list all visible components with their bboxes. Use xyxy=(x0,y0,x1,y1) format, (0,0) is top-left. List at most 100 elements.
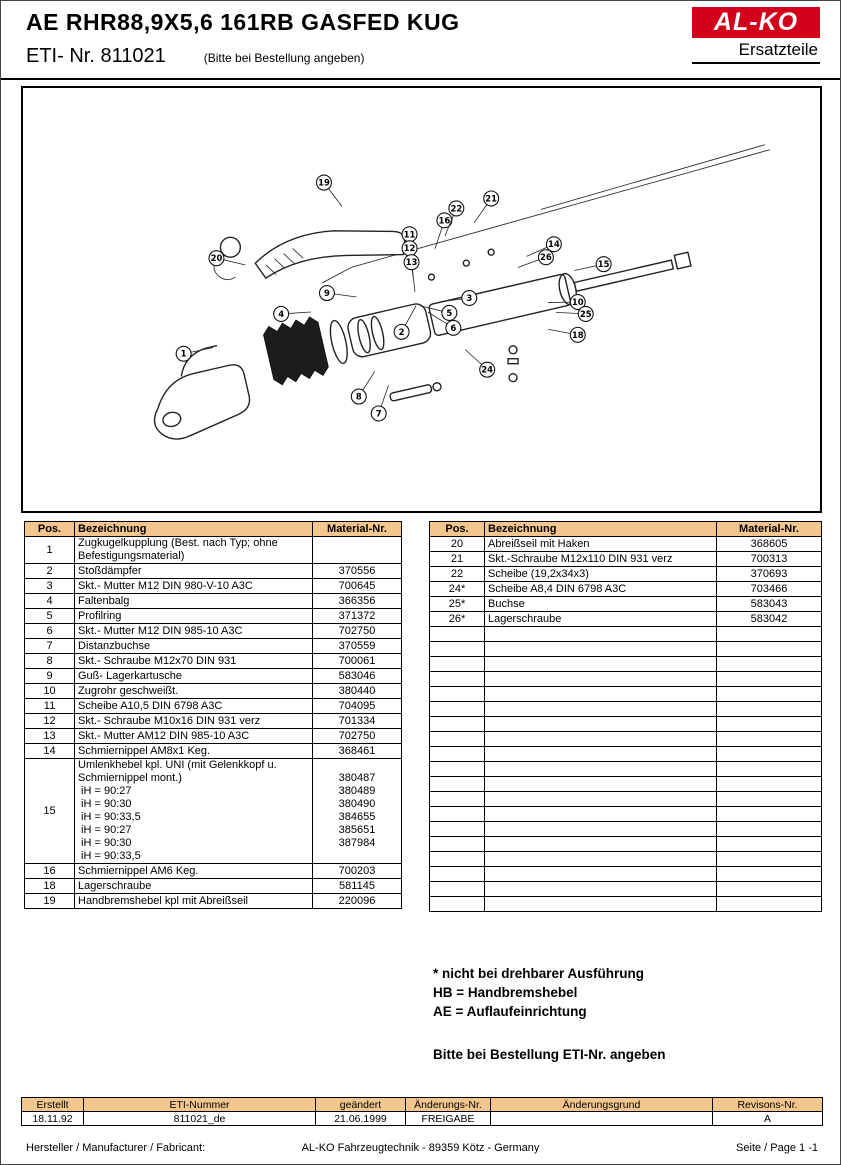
callout-22 xyxy=(448,200,465,217)
table-row-empty xyxy=(429,881,822,897)
brand-block: AL-KO Ersatzteile xyxy=(692,7,820,64)
manufacturer-address: AL-KO Fahrzeugtechnik - 89359 Kötz - Ger… xyxy=(301,1142,540,1154)
col-header-pos: Pos. xyxy=(24,521,75,537)
callout-label-1: 1 xyxy=(181,349,187,359)
table-row-empty xyxy=(429,836,822,852)
eti-note: (Bitte bei Bestellung angeben) xyxy=(203,51,365,65)
callout-10 xyxy=(569,293,586,311)
callout-leader-4 xyxy=(288,311,311,314)
alko-logo: AL-KO xyxy=(692,7,820,38)
callout-24 xyxy=(479,361,496,378)
page-header: AE RHR88,9X5,6 161RB GASFED KUG ETI- Nr.… xyxy=(1,1,840,80)
callout-leader-15 xyxy=(574,265,597,271)
callout-15 xyxy=(595,256,612,273)
callout-label-6: 6 xyxy=(450,323,456,333)
revision-col-value: A xyxy=(712,1111,823,1126)
callout-label-16: 16 xyxy=(439,215,451,225)
callout-9 xyxy=(318,285,335,302)
callout-leader-19 xyxy=(328,188,343,207)
callout-leader-13 xyxy=(412,269,416,292)
callout-label-25: 25 xyxy=(580,309,592,319)
callout-label-11: 11 xyxy=(404,229,416,239)
table-row-empty xyxy=(429,746,822,762)
callout-label-10: 10 xyxy=(572,297,584,307)
callout-18 xyxy=(569,326,586,343)
col-header-pos: Pos. xyxy=(429,521,485,537)
table-row-empty xyxy=(429,701,822,717)
table-row-empty xyxy=(429,641,822,657)
callout-13 xyxy=(403,254,420,271)
table-row-empty xyxy=(429,821,822,837)
table-row-empty xyxy=(429,626,822,642)
table-row-empty xyxy=(429,731,822,747)
callout-label-21: 21 xyxy=(485,193,497,203)
callout-leader-18 xyxy=(548,329,571,334)
revision-col-header: ETI-Nummer xyxy=(83,1097,316,1112)
revision-col-value: 811021_de xyxy=(83,1111,316,1126)
col-header-desc: Bezeichnung xyxy=(484,521,717,537)
callout-8 xyxy=(350,388,367,405)
callout-leader-21 xyxy=(473,204,488,224)
callout-label-5: 5 xyxy=(446,308,452,318)
col-header-mat: Material-Nr. xyxy=(312,521,402,537)
callout-label-15: 15 xyxy=(598,259,610,269)
order-note: Bitte bei Bestellung ETI-Nr. angeben xyxy=(433,1047,666,1062)
table-row-empty xyxy=(429,866,822,882)
callout-26 xyxy=(537,249,554,266)
callout-label-7: 7 xyxy=(376,408,382,418)
callout-leader-3 xyxy=(439,298,462,303)
callout-label-8: 8 xyxy=(356,392,362,402)
callout-label-4: 4 xyxy=(278,309,284,319)
callout-16 xyxy=(436,212,453,229)
revision-col-header: Änderungs-Nr. xyxy=(405,1097,491,1112)
revision-col-header: Revisons-Nr. xyxy=(712,1097,823,1112)
callout-3 xyxy=(461,289,478,307)
callout-leader-7 xyxy=(380,385,389,407)
revision-col-value: 18.11.92 xyxy=(21,1111,84,1126)
col-header-mat: Material-Nr. xyxy=(716,521,822,537)
revision-col-header: Erstellt xyxy=(21,1097,84,1112)
callout-14 xyxy=(545,236,562,253)
callout-label-19: 19 xyxy=(318,178,330,188)
table-row-empty xyxy=(429,686,822,702)
callout-2 xyxy=(393,323,410,340)
note-line: HB = Handbremshebel xyxy=(433,985,578,1000)
table-row-empty xyxy=(429,761,822,777)
table-header-row: Pos. Bezeichnung Material-Nr. xyxy=(429,521,822,537)
page-number: Seite / Page 1 -1 xyxy=(736,1142,818,1154)
callout-label-22: 22 xyxy=(450,203,462,213)
callout-leader-25 xyxy=(555,311,579,314)
callout-leader-14 xyxy=(526,246,548,257)
callout-label-18: 18 xyxy=(572,330,584,340)
eti-row: ETI- Nr. 811021 (Bitte bei Bestellung an… xyxy=(26,45,364,68)
revision-col-value: FREIGABE xyxy=(405,1111,491,1126)
callout-label-26: 26 xyxy=(540,252,552,262)
callout-label-24: 24 xyxy=(481,365,493,375)
callout-1 xyxy=(175,345,192,362)
table-row-empty xyxy=(429,896,822,912)
callout-label-13: 13 xyxy=(406,257,418,267)
manufacturer-label: Hersteller / Manufacturer / Fabricant: xyxy=(26,1142,206,1154)
